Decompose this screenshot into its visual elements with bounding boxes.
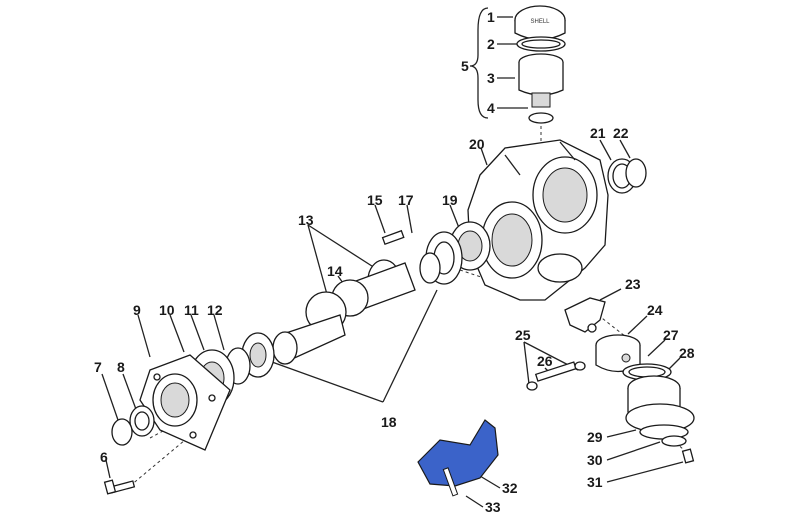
label-27: 27 [663,327,679,343]
label-4: 4 [487,100,495,116]
label-13: 13 [298,212,314,228]
label-19: 19 [442,192,458,208]
label-2: 2 [487,36,495,52]
bearing-flange [139,354,231,451]
label-6: 6 [100,449,108,465]
seal-and-circlip [111,405,155,446]
label-7: 7 [94,359,102,375]
label-28: 28 [679,345,695,361]
label-18: 18 [381,414,397,430]
highlighted-bracket-32 [417,419,499,497]
label-14: 14 [327,263,343,279]
label-33: 33 [485,499,501,515]
cap-text: SHELL [530,19,550,25]
retaining-rings-21-22 [607,158,647,194]
label-29: 29 [587,429,603,445]
label-10: 10 [159,302,175,318]
label-22: 22 [613,125,629,141]
label-31: 31 [587,474,603,490]
label-23: 23 [625,276,641,292]
pinion-shaft-assembly [189,221,491,407]
label-24: 24 [647,302,663,318]
label-12: 12 [207,302,223,318]
label-15: 15 [367,192,383,208]
label-20: 20 [469,136,485,152]
label-3: 3 [487,70,495,86]
label-5: 5 [461,58,469,74]
label-11: 11 [184,302,199,318]
bolt-6 [103,479,136,495]
gearbox-housing [467,139,609,301]
label-21: 21 [590,125,606,141]
lower-parts-23-31 [526,297,695,464]
label-32: 32 [502,480,518,496]
label-25: 25 [515,327,531,343]
label-9: 9 [133,302,141,318]
breather-cap-assembly: SHELL [514,5,566,124]
label-30: 30 [587,452,603,468]
label-26: 26 [537,353,553,369]
label-8: 8 [117,359,125,375]
label-1: 1 [487,9,495,25]
label-17: 17 [398,192,414,208]
